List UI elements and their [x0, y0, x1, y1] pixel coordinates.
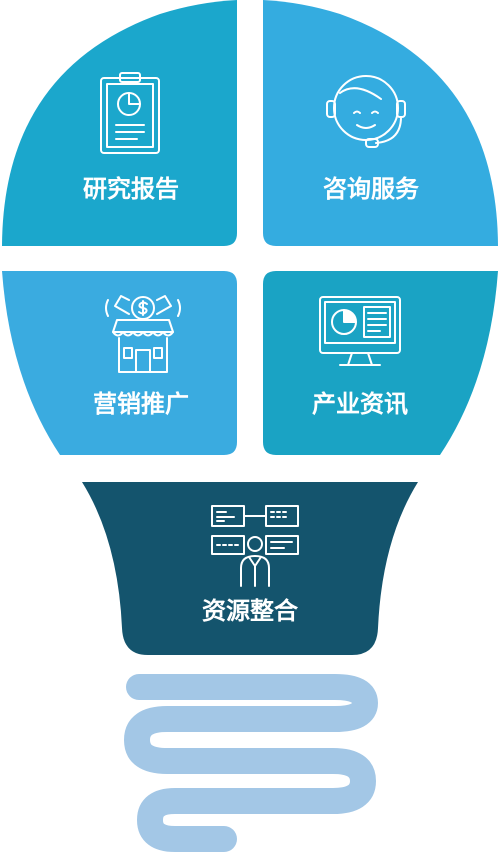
segment-industry-news[interactable]: 产业资讯: [263, 271, 498, 455]
store-money-icon: [105, 295, 181, 373]
segment-research-report-label: 研究报告: [83, 175, 179, 203]
segment-marketing-promotion[interactable]: 营销推广: [2, 271, 237, 455]
segment-resource-integration-shape: [82, 482, 418, 655]
network-person-icon: [211, 505, 299, 587]
segment-resource-integration[interactable]: 资源整合: [82, 482, 418, 655]
segment-consulting-service[interactable]: 咨询服务: [263, 0, 498, 246]
segment-marketing-promotion-label: 营销推广: [93, 390, 189, 418]
segment-resource-integration-label: 资源整合: [202, 597, 299, 625]
headset-support-icon: [326, 75, 406, 148]
segment-industry-news-shape: [263, 271, 498, 455]
segment-research-report[interactable]: 研究报告: [2, 0, 237, 246]
bulb-screw-base: [124, 674, 378, 852]
segment-industry-news-label: 产业资讯: [312, 390, 408, 418]
segment-consulting-service-shape: [263, 0, 498, 246]
monitor-report-icon: [319, 296, 401, 366]
segment-research-report-shape: [2, 0, 237, 246]
clipboard-chart-icon: [100, 72, 160, 154]
segment-consulting-service-label: 咨询服务: [323, 175, 420, 203]
